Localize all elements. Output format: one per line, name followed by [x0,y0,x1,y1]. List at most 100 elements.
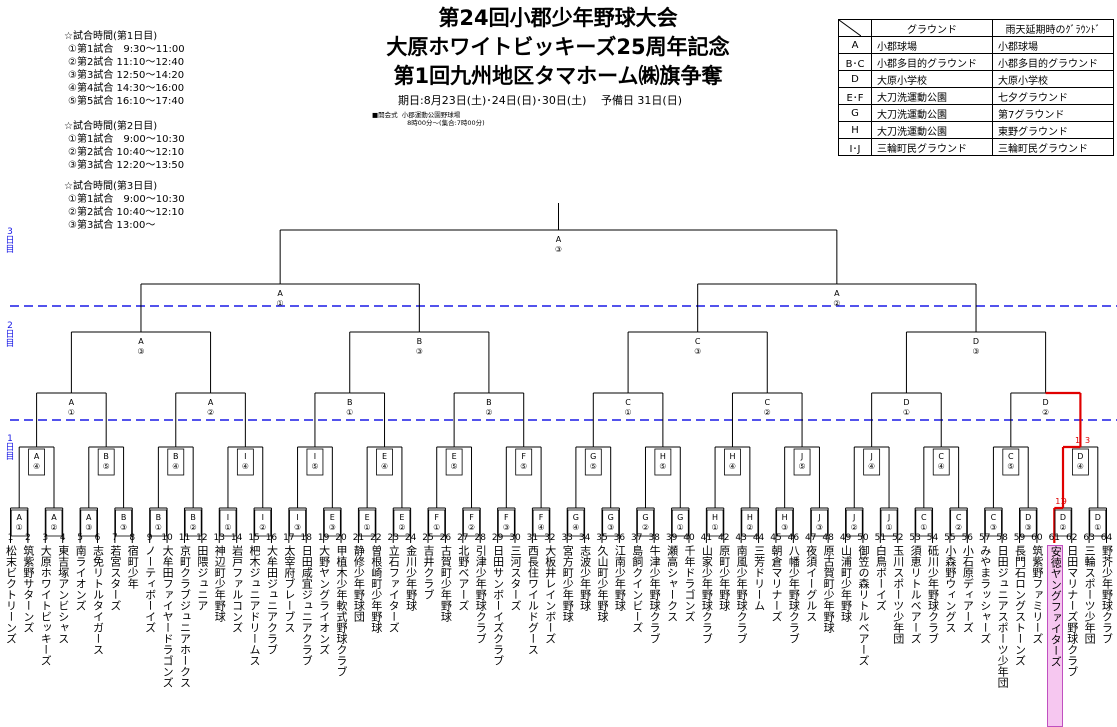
match-box [1019,509,1037,537]
seed-number: 55 [944,533,956,543]
match-number: ① [676,523,684,532]
match-number: ③ [85,523,93,532]
match-ground: E [382,452,388,461]
match-ground: A [277,289,283,298]
opening-time: 8時00分～(集合:7時00分) [407,119,485,127]
match-ground: G [642,513,649,522]
seed-number: 60 [1031,533,1043,543]
match-box [793,448,811,476]
title-line-1: 第24回小郡少年野球大会 [438,6,678,30]
match-box [45,509,63,537]
match-ground: H [659,452,666,461]
match-ground: G [607,513,614,522]
match-box [637,509,654,537]
match-box [985,509,1002,537]
match-box [654,448,672,476]
match-number: ② [259,523,267,532]
opening-place: ■開会式 小郡運動公園野球場 [372,111,461,119]
match-box [358,509,376,537]
seed-number: 10 [161,533,173,543]
team-name: 白鳥ボーイズ [874,545,888,611]
seed-number: 48 [822,533,834,543]
match-ground: E [451,452,457,461]
match-ground: B [190,513,196,522]
seed-number: 37 [631,533,643,543]
team-name: 松末ビクトリーンズ [4,545,18,644]
match-box [567,509,585,537]
seed-number: 13 [213,533,225,543]
match-box [706,509,724,537]
match-box [515,448,533,476]
seed-number: 11 [178,533,191,543]
match-ground: A [86,513,92,522]
match-number: ④ [1076,462,1084,471]
match-number: ② [641,523,650,532]
match-box [880,509,898,537]
match-number: ③ [328,523,336,532]
match-number: ④ [868,462,876,471]
match-box [1054,509,1072,537]
match-box [741,509,759,537]
match-box [1072,448,1089,476]
seed-number: 25 [422,533,434,543]
team-name: 大原ホワイトビッキーズ [39,545,53,666]
day2-label: 2日目 [5,322,15,349]
seed-number: 3 [42,533,49,543]
seed-number: 5 [77,533,83,543]
seed-number: 19 [317,533,330,543]
seed-number: 64 [1100,533,1113,543]
match-number: ③ [554,245,563,254]
seed-number: 27 [457,533,469,543]
team-name: 引津少年野球クラブ [474,545,488,644]
team-name: 志波少年野球 [578,545,592,611]
match-box [1089,509,1107,537]
team-name: 安徳ヤングファイターズ [1047,545,1064,727]
seed-number: 30 [509,533,521,543]
team-name: 宿町少年 [126,545,140,589]
seed-number: 18 [300,533,312,543]
match-ground: A [68,398,75,407]
seed-number: 53 [909,533,921,543]
schedule-slot: ④第4試合 14:30～16:00 [68,83,185,94]
seed-number: 14 [230,533,243,543]
match-number: ③ [989,523,997,532]
seed-number: 47 [805,533,817,543]
team-name: 大板井レインボーズ [543,545,557,644]
seed-number: 33 [561,533,573,543]
match-number: ① [154,523,162,532]
match-ground: D [972,337,980,346]
opening-ceremony: ■開会式 小郡運動公園野球場 8時00分～(集合:7時00分) [372,111,485,127]
match-number: ② [833,299,841,308]
score-right: 3 [1085,436,1091,445]
team-name: 曽根崎町少年野球 [369,545,383,633]
match-ground: A [16,513,22,522]
match-ground: B [346,398,353,407]
match-ground: F [503,513,509,522]
match-box [1002,448,1020,476]
team-name: 牛津少年野球クラブ [648,545,662,644]
schedule-slot: ②第2試合 10:40～12:10 [68,147,185,158]
match-number: ① [1094,523,1102,532]
schedule-slot: ①第1試合 9:00～10:30 [68,194,185,205]
match-number: ③ [293,523,302,532]
tournament-dates: 期日:8月23日(土)･24日(日)･30日(土) 予備日 31日(日) [398,94,683,107]
team-name: 長門石ロングストーンズ [1013,545,1027,666]
team-name: 若宮スターズ [108,545,122,611]
seed-number: 32 [544,533,556,543]
match-box [115,509,132,537]
team-name: 筑紫野ファミリーズ [1030,545,1044,644]
seed-number: 23 [387,533,399,543]
match-number: ④ [937,462,945,471]
